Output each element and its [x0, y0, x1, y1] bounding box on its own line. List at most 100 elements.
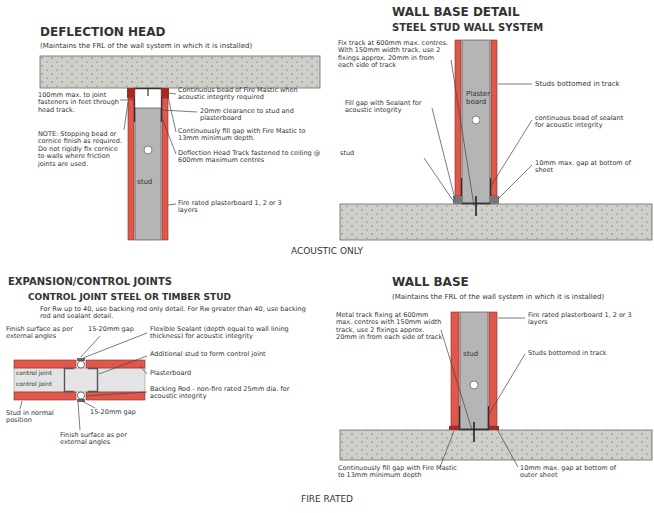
callout-note: Flexible Sealant (depth equal to wall li… — [150, 326, 308, 341]
steel-stud — [88, 369, 98, 392]
note-text: For Rw up to 40, use backing rod only de… — [40, 306, 315, 321]
category-caption: ACOUSTIC ONLY — [257, 246, 397, 256]
subtitle: (Maintains the FRL of the wall system in… — [392, 293, 650, 301]
fire-mastic — [127, 88, 135, 98]
callout-note: Metal track fixing at 600mm max. centres… — [336, 312, 444, 342]
callout-note: stud — [340, 150, 424, 157]
leader-line — [169, 93, 176, 94]
plasterboard — [489, 312, 497, 426]
leader-line — [20, 401, 22, 409]
callout-note: Deflection Head Track fastened to ceilin… — [178, 150, 323, 165]
plasterboard — [14, 392, 76, 400]
leader-line — [498, 84, 532, 85]
leader-line — [162, 110, 197, 112]
part-name: Plaster board — [466, 90, 490, 106]
plasterboard — [491, 40, 497, 196]
leader-line — [440, 431, 454, 467]
part-name: stud — [137, 178, 161, 186]
leader-line — [424, 158, 454, 202]
leader-line — [82, 401, 95, 408]
dimension-label: 15-20mm gap — [90, 409, 140, 416]
section-title: DEFLECTION HEAD — [40, 26, 260, 40]
fire-mastic — [449, 426, 459, 430]
callout-note: Studs bottomed in track — [528, 350, 628, 357]
callout-note: 10mm max. gap at bottom of sheet — [535, 160, 635, 175]
leader-line — [168, 97, 176, 132]
leader-line — [451, 60, 474, 206]
backing-rod — [77, 361, 84, 368]
steel-stud — [65, 369, 75, 392]
section-title: WALL BASE — [392, 276, 592, 290]
control-joint-drawing — [14, 358, 145, 402]
note-text: NOTE: Stopping bead or cornice finish as… — [38, 131, 122, 168]
stud-hole — [472, 116, 480, 124]
leader-line — [162, 118, 176, 154]
callout-note: Additional stud to form control joint — [150, 351, 300, 358]
callout-note: Plasterboard — [150, 370, 230, 377]
section-subtitle: CONTROL JOINT STEEL OR TIMBER STUD — [28, 292, 288, 302]
wall-base-acoustic-drawing — [340, 40, 652, 240]
section-subtitle: STEEL STUD WALL SYSTEM — [392, 22, 592, 34]
plasterboard — [128, 98, 134, 240]
part-name: control joint — [16, 370, 64, 377]
leader-line — [432, 108, 455, 199]
callout-note: Stud in normal position — [6, 410, 62, 425]
callout-note: 100mm max. to joint fasteners in feet th… — [38, 92, 120, 114]
callout-note: Fix track at 600mm max. centres. With 15… — [338, 40, 450, 70]
steel-stud — [135, 108, 161, 240]
callout-note: Fill gap with Sealant for acoustic integ… — [345, 100, 431, 115]
part-name: control joint — [16, 381, 64, 388]
fastener — [147, 88, 148, 96]
wall-cavity — [14, 368, 145, 392]
callout-note: Fire rated plasterboard 1, 2 or 3 layers — [528, 312, 640, 327]
ceiling-slab — [40, 56, 320, 88]
leader-line — [120, 100, 134, 101]
fire-mastic — [161, 88, 169, 98]
leader-line — [140, 366, 147, 374]
callout-note: Continuously fill gap with Fire Mastic t… — [338, 465, 458, 480]
callout-note: 20mm clearance to stud and plasterboard — [200, 108, 320, 123]
fixing — [473, 422, 475, 442]
callout-note: Fire rated plasterboard 1, 2 or 3 layers — [178, 200, 298, 215]
steel-stud — [462, 40, 490, 203]
leader-line — [86, 392, 147, 396]
callout-note: Finish surface as per external angles — [6, 326, 78, 341]
leader-line — [78, 402, 80, 430]
leader-line — [168, 204, 176, 205]
callout-note: Continuous bead of Fire Mastic when acou… — [178, 87, 318, 102]
leader-line — [124, 102, 128, 130]
stud-hole — [470, 381, 478, 389]
stud-hole — [144, 146, 152, 154]
leader-line — [99, 356, 147, 374]
floor-slab — [340, 430, 652, 460]
leader-line — [491, 120, 532, 186]
subtitle: (Maintains the FRL of the wall system in… — [40, 42, 315, 50]
plasterboard — [162, 98, 168, 240]
leader-line — [489, 354, 525, 414]
head-track — [135, 89, 162, 123]
leader-line — [83, 333, 147, 358]
plasterboard — [14, 360, 76, 368]
section-title: EXPANSION/CONTROL JOINTS — [8, 276, 238, 288]
callout-note: Studs bottomed in track — [535, 80, 625, 88]
section-title: WALL BASE DETAIL — [392, 6, 592, 20]
steel-stud — [460, 312, 488, 429]
plasterboard — [86, 360, 145, 368]
plasterboard — [451, 312, 459, 426]
callout-note: Backing Rod - non-fire rated 25mm dia. f… — [150, 386, 302, 401]
fixing — [475, 196, 477, 216]
leader-line — [497, 429, 518, 467]
floor-slab — [340, 204, 652, 240]
part-name: stud — [463, 350, 487, 358]
callout-note: 10mm max. gap at bottom of outer sheet — [520, 465, 635, 480]
category-caption: FIRE RATED — [257, 494, 397, 504]
callout-note: Finish surface as per external angles — [60, 432, 140, 447]
leader-line — [441, 330, 472, 430]
plasterboard — [86, 392, 145, 400]
leader-line — [498, 318, 525, 319]
callout-note: Continuously fill gap with Fire Mastic t… — [178, 128, 323, 143]
callout-note: continuous bead of sealant for acoustic … — [535, 115, 630, 130]
sealant-bead — [490, 196, 499, 204]
